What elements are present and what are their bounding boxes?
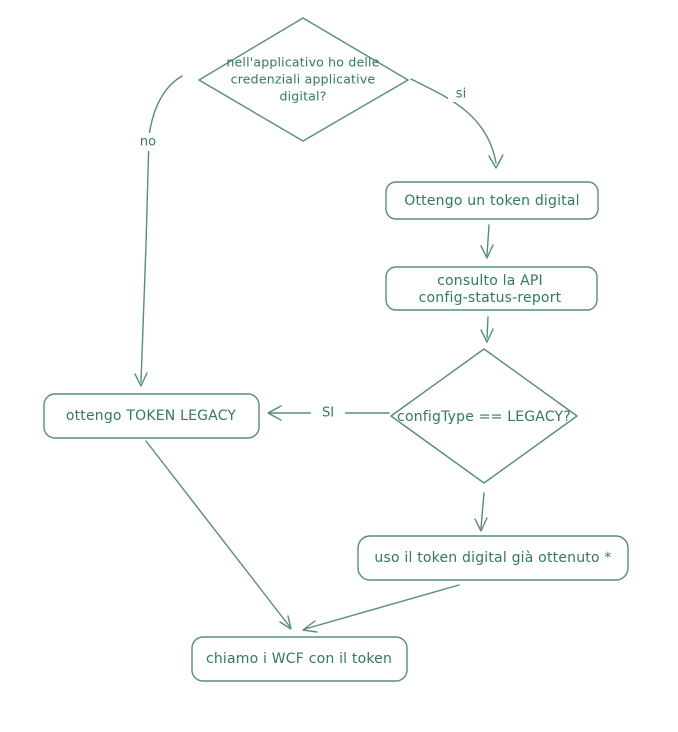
use-digital-token-shape <box>357 535 629 581</box>
node-get-legacy-token: ottengo TOKEN LEGACY <box>43 393 260 439</box>
node-use-digital-token: uso il token digital già ottenuto * <box>357 535 629 581</box>
arrow-down-icon <box>480 328 494 343</box>
edge-line <box>304 584 460 630</box>
config-type-decision-label: configType == LEGACY? <box>397 409 571 425</box>
edge-line <box>145 440 291 628</box>
edge-token-to-consult <box>480 224 494 259</box>
edge-no-label-bg <box>134 133 162 151</box>
call-wcf-label: chiamo i WCF con il token <box>206 651 392 667</box>
arrow-down-left-icon <box>302 620 318 633</box>
edge-line <box>480 492 485 529</box>
arrow-down-icon <box>480 244 494 259</box>
arrow-down-icon <box>488 154 504 169</box>
edge-no: no <box>134 75 183 387</box>
consult-api-line2: config-status-report <box>419 290 562 306</box>
arrow-down-icon <box>134 372 148 387</box>
arrow-left-icon <box>267 405 282 421</box>
edge-use-to-call <box>302 584 460 633</box>
node-get-digital-token: Ottengo un token digital <box>385 181 599 220</box>
edge-si-label-bg <box>448 84 476 102</box>
edge-si-label: si <box>456 87 466 102</box>
edge-legacy-to-call <box>145 440 292 630</box>
start-decision-line2: credenziali applicative <box>231 72 376 87</box>
get-digital-token-label: Ottengo un token digital <box>404 193 580 209</box>
edge-si-legacy: SI <box>267 404 390 422</box>
arrow-down-right-icon <box>279 615 292 630</box>
get-legacy-token-label: ottengo TOKEN LEGACY <box>66 408 237 424</box>
start-decision-shape <box>198 17 409 142</box>
start-decision-line1: nell'applicativo ho delle <box>226 55 379 70</box>
edge-line <box>486 224 490 256</box>
node-config-type-decision: configType == LEGACY? <box>390 348 578 484</box>
edge-line <box>486 316 489 339</box>
edge-no-line <box>140 75 183 383</box>
edge-no-label: no <box>140 135 156 150</box>
edge-decision-to-use <box>474 492 488 532</box>
start-decision-line3: digital? <box>279 89 326 104</box>
node-call-wcf: chiamo i WCF con il token <box>191 636 408 682</box>
edge-si-caps-label: SI <box>322 406 334 421</box>
call-wcf-shape <box>191 636 408 682</box>
edge-si: si <box>410 78 504 169</box>
consult-api-shape <box>385 266 598 311</box>
node-start-decision: nell'applicativo ho delle credenziali ap… <box>198 17 409 142</box>
arrow-down-icon <box>474 517 488 532</box>
edge-si-line <box>410 78 497 164</box>
node-consult-api: consulto la API config-status-report <box>385 266 598 311</box>
edge-si-caps-label-bg <box>311 404 345 422</box>
get-digital-token-shape <box>385 181 599 220</box>
consult-api-line1: consulto la API <box>437 273 543 289</box>
get-legacy-token-shape <box>43 393 260 439</box>
edge-consult-to-decision <box>480 316 494 343</box>
use-digital-token-label: uso il token digital già ottenuto * <box>374 550 611 566</box>
config-type-decision-shape <box>390 348 578 484</box>
